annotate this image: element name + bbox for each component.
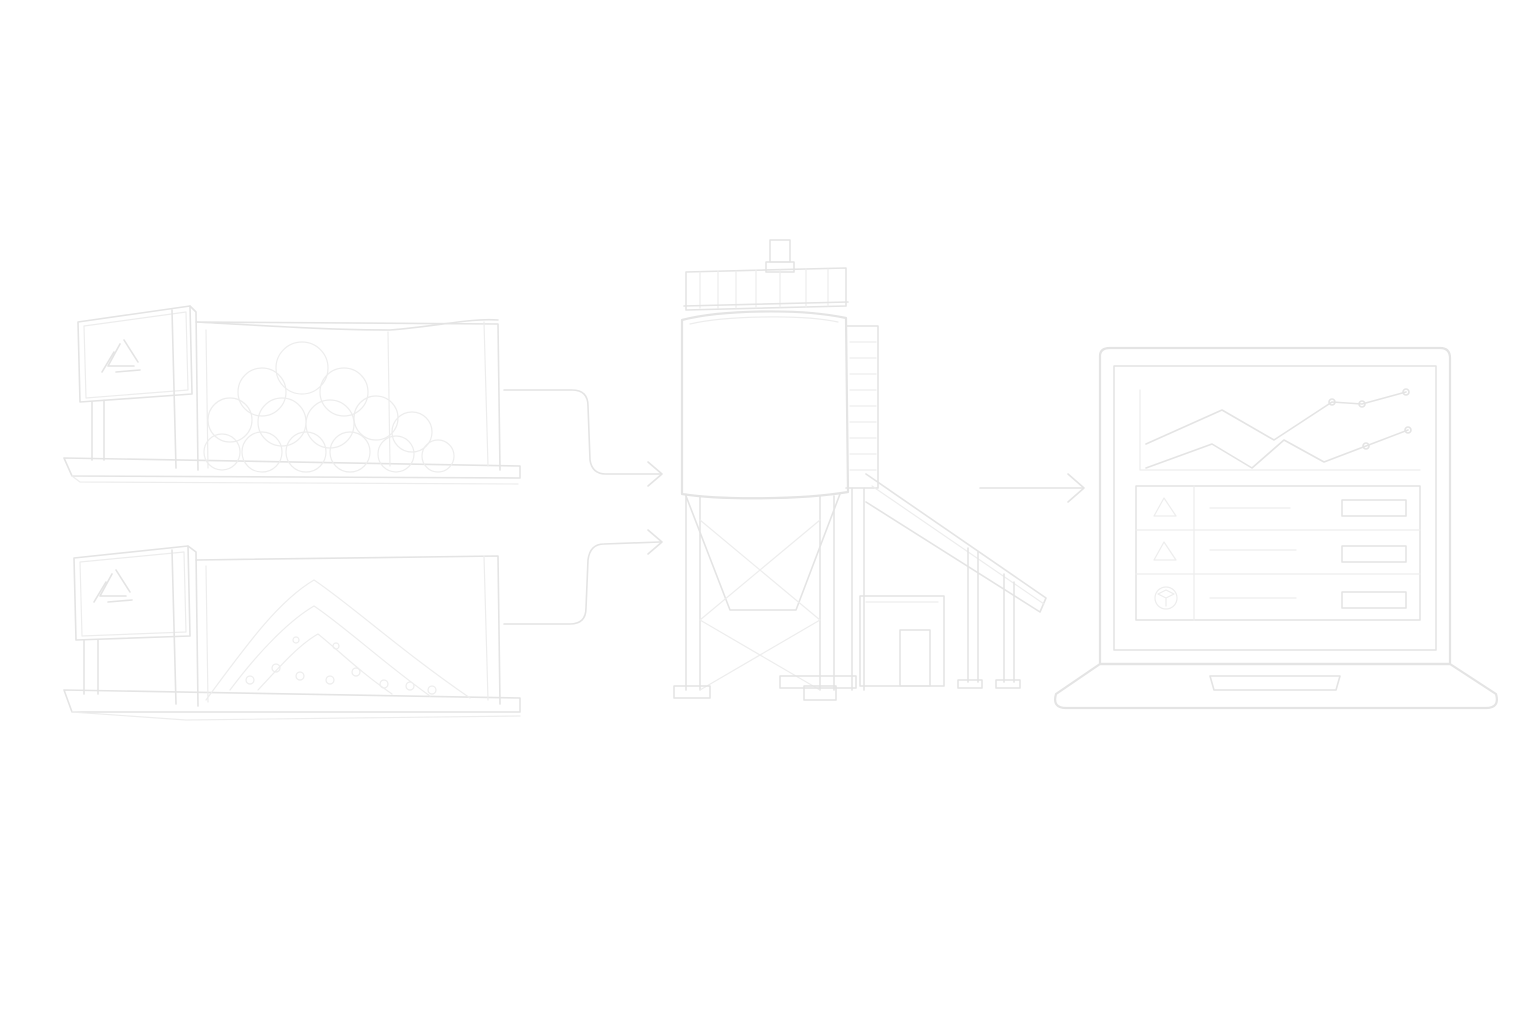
coarse-aggregate-pile (203, 341, 455, 473)
bin-coarse (63, 305, 521, 485)
fine-aggregate-pile (205, 579, 471, 701)
recycle-icon (1153, 541, 1177, 561)
recycle-icon (93, 569, 133, 603)
batching-plant (673, 239, 1047, 701)
laptop-dashboard (1054, 346, 1498, 710)
connector-plant-to-laptop (979, 473, 1085, 503)
recycle-icon (1153, 497, 1177, 517)
recycle-icon (101, 339, 141, 373)
dashboard-table (1135, 485, 1421, 621)
bin-fine (63, 545, 521, 721)
connector-coarse-to-plant (503, 389, 663, 487)
dashboard-line-chart (1139, 388, 1421, 471)
connector-fine-to-plant (503, 529, 663, 625)
cube-icon (1154, 586, 1178, 610)
